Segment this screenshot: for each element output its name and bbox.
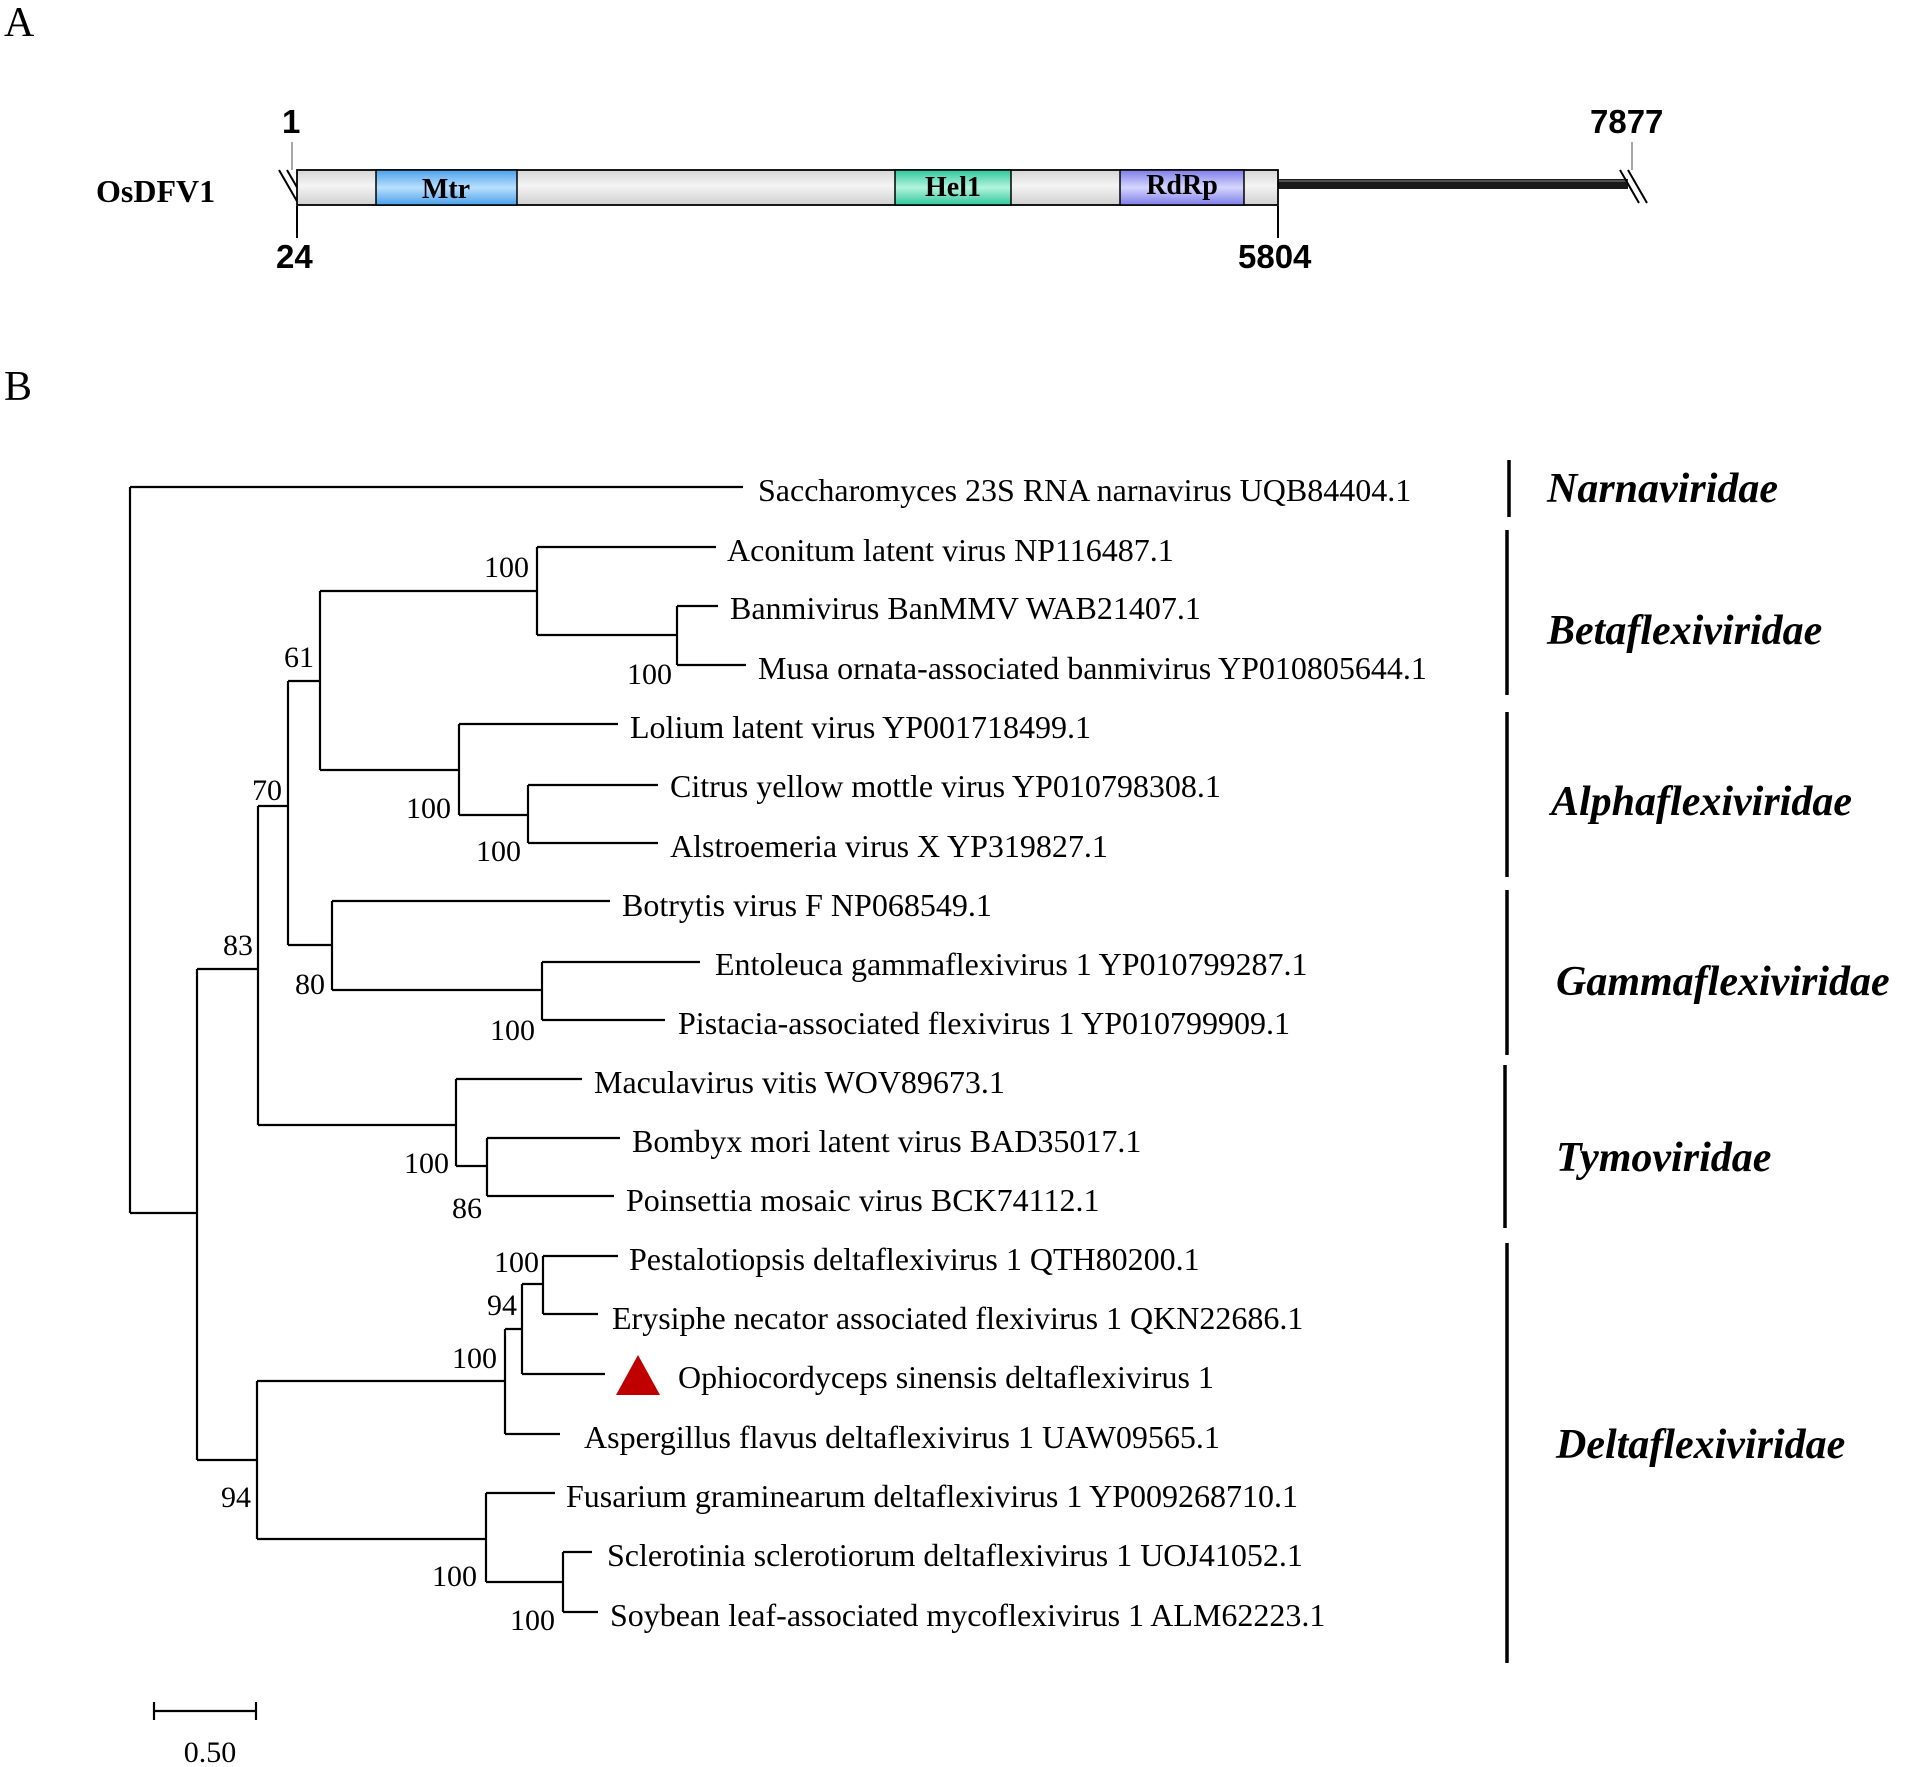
bootstrap-value: 70 [252, 774, 282, 807]
highlight-triangle-icon [616, 1355, 660, 1395]
leaf-label: Banmivirus BanMMV WAB21407.1 [730, 590, 1201, 626]
break-mark-left [278, 169, 299, 204]
leaf-label: Poinsettia mosaic virus BCK74112.1 [626, 1182, 1099, 1218]
orf-start-position: 24 [276, 238, 313, 275]
bootstrap-value: 100 [476, 835, 521, 868]
leaf-label: Citrus yellow mottle virus YP010798308.1 [670, 768, 1221, 804]
bootstrap-value: 83 [223, 929, 253, 962]
domain-hel1 [894, 169, 1012, 206]
scale-bar-label: 0.50 [184, 1736, 237, 1767]
domain-rdrp-label: RdRp [1146, 170, 1218, 201]
phylogenetic-tree: Saccharomyces 23S RNA narnavirus UQB8440… [128, 460, 1890, 1767]
bootstrap-value: 61 [284, 641, 314, 674]
scale-bar: 0.50 [152, 1702, 258, 1767]
genome-name: OsDFV1 [96, 173, 215, 209]
leaf-label: Musa ornata-associated banmivirus YP0108… [758, 650, 1427, 686]
family-label: Betaflexiviridae [1546, 608, 1822, 654]
genome-start-position: 1 [282, 103, 300, 140]
family-brackets [1503, 460, 1511, 1663]
leaf-label: Soybean leaf-associated mycoflexivirus 1… [610, 1597, 1325, 1633]
panel-b-letter: B [4, 364, 32, 410]
bootstrap-value: 100 [490, 1014, 535, 1047]
leaf-label: Bombyx mori latent virus BAD35017.1 [632, 1123, 1141, 1159]
bootstrap-value: 100 [404, 1147, 449, 1180]
family-label: Alphaflexiviridae [1548, 779, 1852, 825]
bootstrap-value: 80 [295, 968, 325, 1001]
leaf-label: Erysiphe necator associated flexivirus 1… [612, 1300, 1303, 1336]
genome-end-position: 7877 [1590, 103, 1663, 140]
bootstrap-value: 86 [452, 1192, 482, 1225]
bootstrap-value: 100 [510, 1604, 555, 1637]
family-label: Narnaviridae [1546, 466, 1778, 512]
tree-branches [128, 485, 746, 1614]
utr-3prime-line [1278, 179, 1628, 189]
bootstrap-value: 100 [494, 1246, 539, 1279]
domain-mtr-label: Mtr [422, 174, 470, 205]
bootstrap-value: 100 [452, 1342, 497, 1375]
orf-end-position: 5804 [1238, 238, 1312, 275]
leaf-label-highlighted: Ophiocordyceps sinensis deltaflexivirus … [678, 1359, 1214, 1395]
family-label: Tymoviridae [1556, 1135, 1771, 1181]
leaf-label: Fusarium graminearum deltaflexivirus 1 Y… [566, 1478, 1298, 1514]
family-label: Deltaflexiviridae [1555, 1422, 1845, 1468]
leaf-label: Aspergillus flavus deltaflexivirus 1 UAW… [584, 1419, 1220, 1455]
leaf-label: Maculavirus vitis WOV89673.1 [594, 1064, 1005, 1100]
break-mark-right [1619, 169, 1640, 204]
bootstrap-value: 100 [484, 551, 529, 584]
genome-map: OsDFV1 1 7877 24 5804 [96, 103, 1663, 275]
leaf-label: Pestalotiopsis deltaflexivirus 1 QTH8020… [629, 1241, 1200, 1277]
leaf-label: Alstroemeria virus X YP319827.1 [670, 828, 1108, 864]
leaf-label: Aconitum latent virus NP116487.1 [727, 532, 1174, 568]
domain-mtr [375, 169, 518, 206]
leaf-label: Saccharomyces 23S RNA narnavirus UQB8440… [758, 472, 1411, 508]
bootstrap-value: 94 [221, 1481, 251, 1514]
family-label: Gammaflexiviridae [1556, 959, 1890, 1005]
leaf-label: Pistacia-associated flexivirus 1 YP01079… [678, 1005, 1290, 1041]
leaf-label: Lolium latent virus YP001718499.1 [630, 709, 1091, 745]
bootstrap-value: 94 [487, 1289, 517, 1322]
bootstrap-value: 100 [627, 658, 672, 691]
bootstrap-value: 100 [406, 792, 451, 825]
leaf-label: Sclerotinia sclerotiorum deltaflexivirus… [607, 1537, 1303, 1573]
domain-rdrp [1119, 169, 1245, 206]
leaf-label: Entoleuca gammaflexivirus 1 YP010799287.… [715, 946, 1307, 982]
bootstrap-values: 100 100 61 100 100 70 80 100 83 100 86 1… [221, 551, 672, 1637]
panel-a-letter: A [4, 0, 35, 46]
family-labels: Narnaviridae Betaflexiviridae Alphaflexi… [1546, 466, 1890, 1468]
leaf-label: Botrytis virus F NP068549.1 [622, 887, 992, 923]
leaf-labels: Saccharomyces 23S RNA narnavirus UQB8440… [566, 472, 1427, 1633]
domain-hel1-label: Hel1 [925, 172, 981, 203]
bootstrap-value: 100 [432, 1560, 477, 1593]
